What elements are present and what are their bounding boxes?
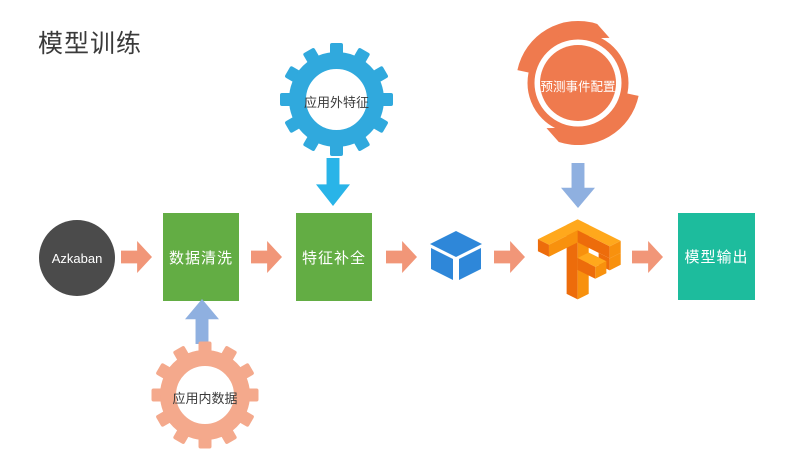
arrow-right-icon (386, 241, 417, 273)
external-features-label: 应用外特征 (303, 95, 369, 110)
arrow-right-icon (494, 241, 525, 273)
node-feature-completion: 特征补全 (296, 213, 372, 301)
sync-circle-icon (517, 20, 639, 146)
node-azkaban-label: Azkaban (51, 250, 103, 266)
gear-icon (280, 43, 393, 156)
node-model-output-label: 模型输出 (684, 249, 749, 266)
node-azkaban: Azkaban (39, 220, 115, 296)
prediction-config-label: 预测事件配置 (540, 80, 616, 94)
node-data-cleaning: 数据清洗 (163, 213, 239, 301)
cube-icon (430, 231, 482, 280)
tensorflow-logo (537, 219, 621, 300)
arrow-right-icon (632, 241, 663, 273)
node-model-output: 模型输出 (678, 213, 755, 300)
node-data-cleaning-label: 数据清洗 (168, 249, 233, 267)
arrow-right-icon (251, 241, 282, 273)
arrow-right-icon (121, 241, 152, 273)
arrow-down-icon (316, 158, 350, 206)
gear-icon (151, 341, 259, 449)
page-title: 模型训练 (38, 30, 143, 58)
in-app-data-label: 应用内数据 (172, 391, 238, 406)
arrow-up-icon (185, 299, 219, 344)
arrow-down-icon (561, 163, 595, 208)
node-feature-completion-label: 特征补全 (301, 249, 366, 267)
